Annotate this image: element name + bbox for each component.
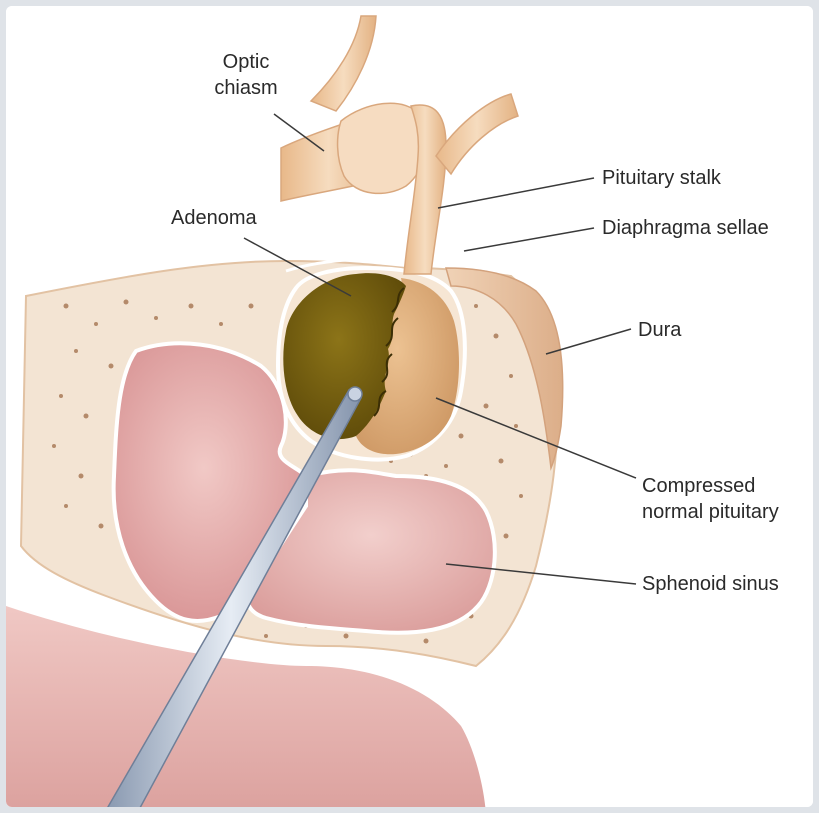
label-dura: Dura <box>638 319 682 341</box>
label-adenoma: Adenoma <box>171 207 257 229</box>
label-diaphragma-sellae: Diaphragma sellae <box>602 217 769 239</box>
label-compressed-line2: normal pituitary <box>642 501 779 523</box>
label-optic-chiasm-line1: Optic <box>223 51 270 73</box>
label-pituitary-stalk: Pituitary stalk <box>602 167 722 189</box>
pituitary-surgery-illustration: Optic chiasm Adenoma Pituitary stalk Dia… <box>6 6 813 807</box>
label-sphenoid-sinus: Sphenoid sinus <box>642 573 779 595</box>
label-compressed-line1: Compressed <box>642 475 755 497</box>
label-optic-chiasm-line2: chiasm <box>214 77 277 99</box>
figure-frame: Optic chiasm Adenoma Pituitary stalk Dia… <box>6 6 813 807</box>
instrument-tip <box>348 387 362 401</box>
